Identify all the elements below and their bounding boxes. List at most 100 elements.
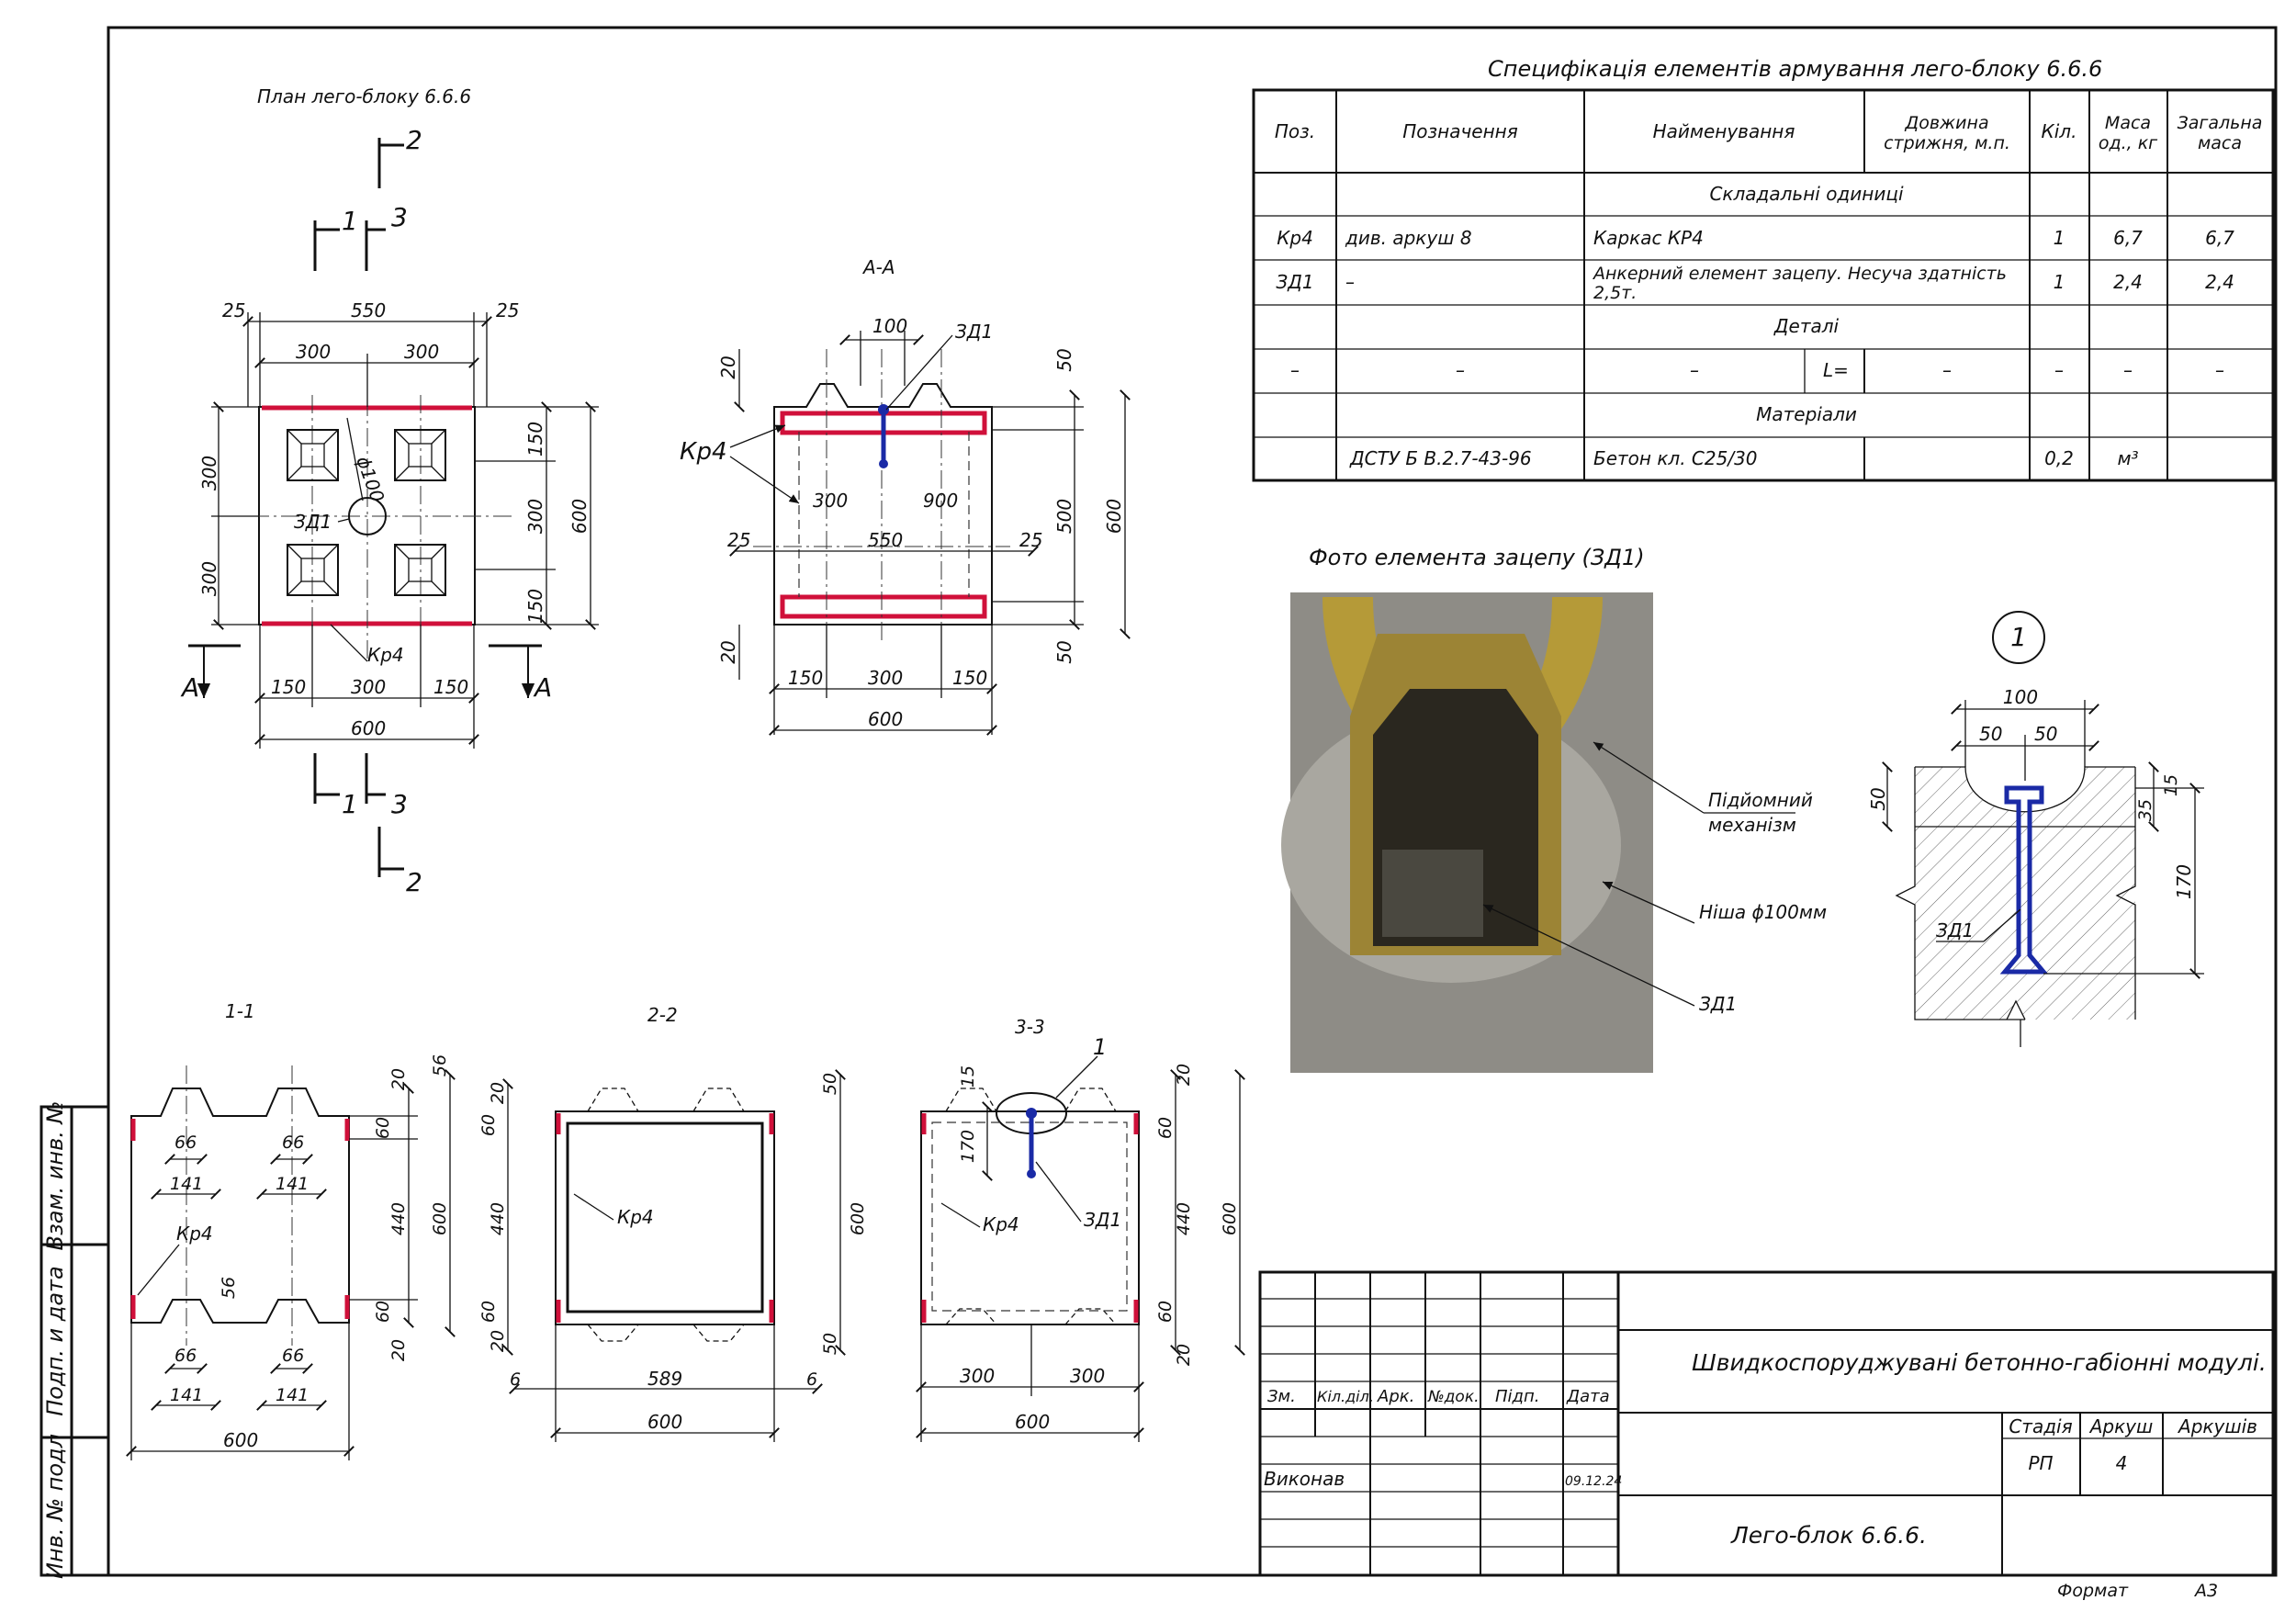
spec-table: Специфікація елементів армування лего-бл…	[1252, 56, 2275, 482]
svg-text:2,5т.: 2,5т.	[1593, 283, 1637, 303]
aa-dimensions: 100 20 20 50 500 50 600 300 900 25 550 2…	[717, 315, 1131, 736]
svg-text:15: 15	[958, 1065, 978, 1088]
svg-text:300: 300	[198, 456, 220, 490]
svg-text:Маса: Маса	[2105, 113, 2151, 133]
svg-text:440: 440	[488, 1202, 508, 1235]
svg-text:141: 141	[170, 1174, 203, 1194]
svg-text:Деталі: Деталі	[1773, 315, 1840, 337]
svg-text:ЗД1: ЗД1	[1084, 1209, 1121, 1231]
svg-text:300: 300	[404, 341, 439, 363]
svg-text:Аркушів: Аркушів	[2177, 1415, 2257, 1437]
tb-sheet-name: Лего-блок 6.6.6.	[1730, 1522, 1927, 1549]
svg-text:Довжина: Довжина	[1904, 113, 1988, 133]
svg-text:Каркас КР4: Каркас КР4	[1593, 227, 1704, 249]
svg-text:Кіл.: Кіл.	[2042, 120, 2077, 142]
photo-caption: Фото елемента зацепу (ЗД1)	[1309, 545, 1645, 570]
svg-text:300: 300	[868, 667, 903, 689]
svg-text:60: 60	[478, 1114, 499, 1136]
svg-text:1: 1	[342, 206, 358, 236]
svg-text:50: 50	[820, 1333, 840, 1355]
svg-text:Стадія: Стадія	[2009, 1415, 2072, 1437]
svg-text:–: –	[1345, 271, 1355, 293]
svg-text:170: 170	[958, 1130, 978, 1163]
svg-text:6: 6	[806, 1369, 817, 1390]
svg-text:Кр4: Кр4	[983, 1213, 1019, 1235]
svg-text:20: 20	[388, 1339, 409, 1361]
section-mark-2-top: 2	[377, 125, 422, 188]
svg-text:09.12.24: 09.12.24	[1565, 1474, 1622, 1489]
svg-text:Виконав: Виконав	[1264, 1468, 1345, 1490]
svg-text:Найменування: Найменування	[1653, 120, 1795, 142]
svg-text:20: 20	[1174, 1064, 1194, 1086]
svg-text:66: 66	[282, 1133, 304, 1153]
svg-text:25: 25	[496, 299, 519, 321]
svg-text:25: 25	[727, 529, 750, 551]
svg-text:Загальна: Загальна	[2178, 113, 2263, 133]
svg-text:550: 550	[868, 529, 903, 551]
svg-text:300: 300	[198, 561, 220, 596]
svg-text:150: 150	[433, 676, 468, 698]
svg-text:Позначення: Позначення	[1402, 120, 1518, 142]
svg-text:600: 600	[223, 1429, 258, 1451]
spec-title: Специфікація елементів армування лего-бл…	[1488, 56, 2102, 82]
svg-text:300: 300	[524, 499, 546, 534]
aa-cage-bottom	[780, 594, 987, 619]
svg-text:ϕ100: ϕ100	[352, 454, 388, 505]
aa-title: А-А	[861, 256, 895, 278]
svg-text:300: 300	[960, 1365, 995, 1387]
svg-text:20: 20	[488, 1082, 508, 1104]
tb-stage: РП	[2028, 1452, 2053, 1474]
svg-text:50: 50	[1867, 787, 1889, 810]
callout-zd1: ЗД1	[1699, 993, 1737, 1015]
svg-text:L=: L=	[1823, 359, 1849, 381]
svg-text:–: –	[1290, 359, 1300, 381]
svg-text:ЗД1: ЗД1	[955, 321, 993, 343]
svg-text:Формат: Формат	[2057, 1581, 2129, 1601]
svg-text:2,4: 2,4	[2113, 271, 2143, 293]
svg-text:Складальні одиниці: Складальні одиниці	[1709, 183, 1903, 205]
svg-text:66: 66	[174, 1346, 197, 1366]
svg-text:50: 50	[1053, 640, 1075, 663]
svg-text:600: 600	[1015, 1411, 1050, 1433]
svg-text:–: –	[2215, 359, 2224, 381]
svg-text:3: 3	[391, 202, 408, 232]
svg-text:150: 150	[952, 667, 987, 689]
section-33: 3-3 1 15 170 Кр4 ЗД1 20 60 440 60 20 600…	[916, 1016, 1245, 1442]
svg-text:600: 600	[868, 708, 903, 730]
svg-text:Кр4: Кр4	[617, 1206, 654, 1228]
svg-text:20: 20	[1174, 1344, 1194, 1366]
section-mark-1-3-top: 1 3	[313, 202, 408, 271]
svg-text:300: 300	[351, 676, 386, 698]
svg-text:ЗД1: ЗД1	[1276, 271, 1313, 293]
svg-text:–: –	[1690, 359, 1699, 381]
svg-text:600: 600	[647, 1411, 682, 1433]
svg-text:0,2: 0,2	[2044, 447, 2074, 469]
plan-title: План лего-блоку 6.6.6	[257, 85, 471, 107]
svg-text:600: 600	[568, 499, 591, 534]
plan-lug-tr	[394, 429, 446, 481]
svg-text:900: 900	[923, 490, 958, 512]
svg-text:20: 20	[388, 1068, 409, 1090]
sec22-outline	[555, 1110, 775, 1325]
svg-text:550: 550	[351, 299, 386, 321]
svg-text:50: 50	[1979, 723, 2002, 745]
svg-text:ДСТУ Б В.2.7-43-96: ДСТУ Б В.2.7-43-96	[1349, 447, 1532, 469]
sec11-title: 1-1	[225, 1000, 255, 1022]
svg-text:А: А	[180, 672, 199, 703]
svg-text:Аркуш: Аркуш	[2088, 1415, 2154, 1437]
svg-text:2: 2	[406, 867, 422, 897]
svg-text:Поз.: Поз.	[1275, 120, 1315, 142]
svg-text:141: 141	[170, 1385, 203, 1405]
svg-text:Арк.: Арк.	[1377, 1387, 1414, 1406]
svg-text:Бетон кл. С25/30: Бетон кл. С25/30	[1593, 447, 1758, 469]
plan-lug-tl	[287, 429, 339, 481]
sec33-title: 3-3	[1015, 1016, 1045, 1038]
svg-text:440: 440	[1174, 1202, 1194, 1235]
svg-text:150: 150	[524, 589, 546, 624]
svg-text:25: 25	[1019, 529, 1042, 551]
plan-view: План лего-блоку 6.6.6 2 1 3 1 3 2 А	[180, 85, 599, 897]
plan-zd1-label: ЗД1	[294, 511, 332, 533]
svg-text:50: 50	[1053, 348, 1075, 371]
